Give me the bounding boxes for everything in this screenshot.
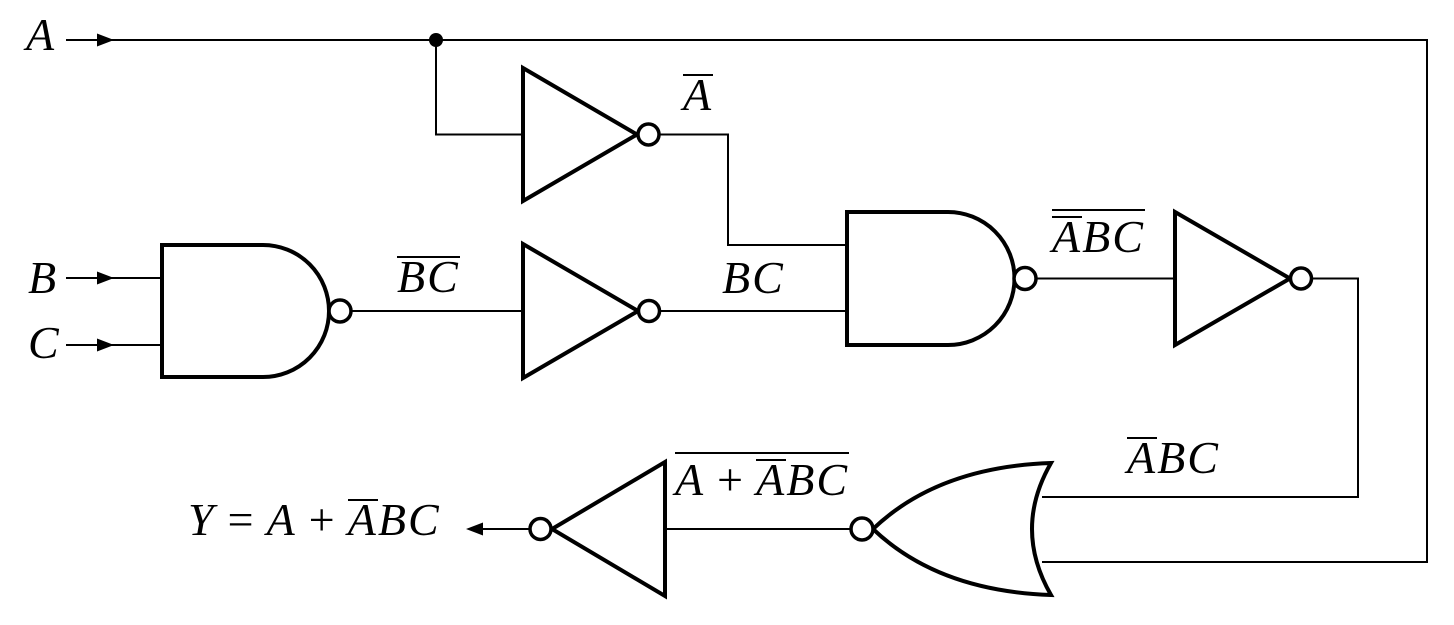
inv1-gate: [521, 64, 641, 205]
junction-dot: [429, 33, 443, 47]
output-equation-label: Y=A+ABC: [188, 497, 441, 543]
nand2-output-bc-text: BC: [1082, 211, 1145, 262]
output-a-text: A: [266, 494, 297, 545]
inv2-gate: [521, 240, 642, 382]
nand1-bubble: [327, 298, 353, 324]
nand2-output-abar-text: A: [1052, 211, 1083, 262]
inv3-bubble: [1288, 266, 1314, 291]
inv1-output-label: A: [683, 72, 714, 118]
wire-input-a-feedback: [66, 39, 1428, 563]
wire-a-branch-to-inv1: [435, 40, 523, 136]
inv4-gate: [548, 458, 667, 600]
inv4-bubble: [528, 516, 553, 542]
inner-overline-a: A: [1052, 214, 1083, 260]
output-y-text: Y: [188, 494, 216, 545]
inv1-output-text: A: [683, 69, 714, 120]
input-c-text: C: [28, 317, 61, 368]
outer-overline: A+ABC: [675, 452, 850, 503]
output-abar-text: A: [347, 494, 378, 545]
equals-sign: =: [224, 494, 258, 545]
inv3-output-label: ABC: [1127, 435, 1220, 481]
input-a-label: A: [26, 12, 56, 58]
nor-gate: [870, 460, 1055, 598]
overline-a: A: [347, 497, 378, 543]
outer-overline: ABC: [1052, 209, 1145, 260]
input-b-label: B: [28, 255, 58, 301]
nor-output-a-text: A: [675, 454, 706, 505]
input-c-label: C: [28, 320, 61, 366]
nand2-output-label: ABC: [1052, 209, 1145, 260]
plus-sign: +: [305, 494, 339, 545]
arrowhead-y: [466, 522, 483, 536]
nand1-output-text: BC: [397, 251, 460, 302]
inv3-gate: [1173, 208, 1294, 349]
inv3-output-abar-text: A: [1127, 432, 1158, 483]
nand1-output-label: BC: [397, 254, 460, 300]
inner-overline-a: A: [756, 457, 787, 503]
input-b-text: B: [28, 252, 59, 303]
overline-a: A: [683, 72, 714, 118]
inv3-output-bc-text: BC: [1157, 432, 1220, 483]
inv2-output-label: BC: [722, 255, 785, 301]
nand1-gate: [160, 243, 331, 379]
nor-bubble: [849, 516, 875, 542]
nor-output-abar-text: A: [756, 454, 787, 505]
arrowhead-a: [97, 33, 114, 47]
nor-output-bc-text: BC: [786, 454, 850, 505]
overline-a: A: [1127, 435, 1158, 481]
output-bc-text: BC: [377, 494, 441, 545]
nor-output-label: A+ABC: [675, 452, 850, 503]
arrowhead-b: [97, 271, 114, 285]
wire-inv1-to-nand2: [659, 133, 847, 246]
arrowhead-c: [97, 338, 114, 352]
inv1-bubble: [636, 122, 661, 147]
inv2-output-text: BC: [722, 252, 785, 303]
overline-bc: BC: [397, 254, 460, 300]
input-a-text: A: [26, 9, 57, 60]
plus-sign: +: [714, 454, 748, 505]
inv2-bubble: [636, 298, 662, 324]
wire-inv3-to-nor: [1042, 277, 1359, 498]
nand2-gate: [845, 210, 1017, 347]
nand2-bubble: [1012, 265, 1038, 292]
